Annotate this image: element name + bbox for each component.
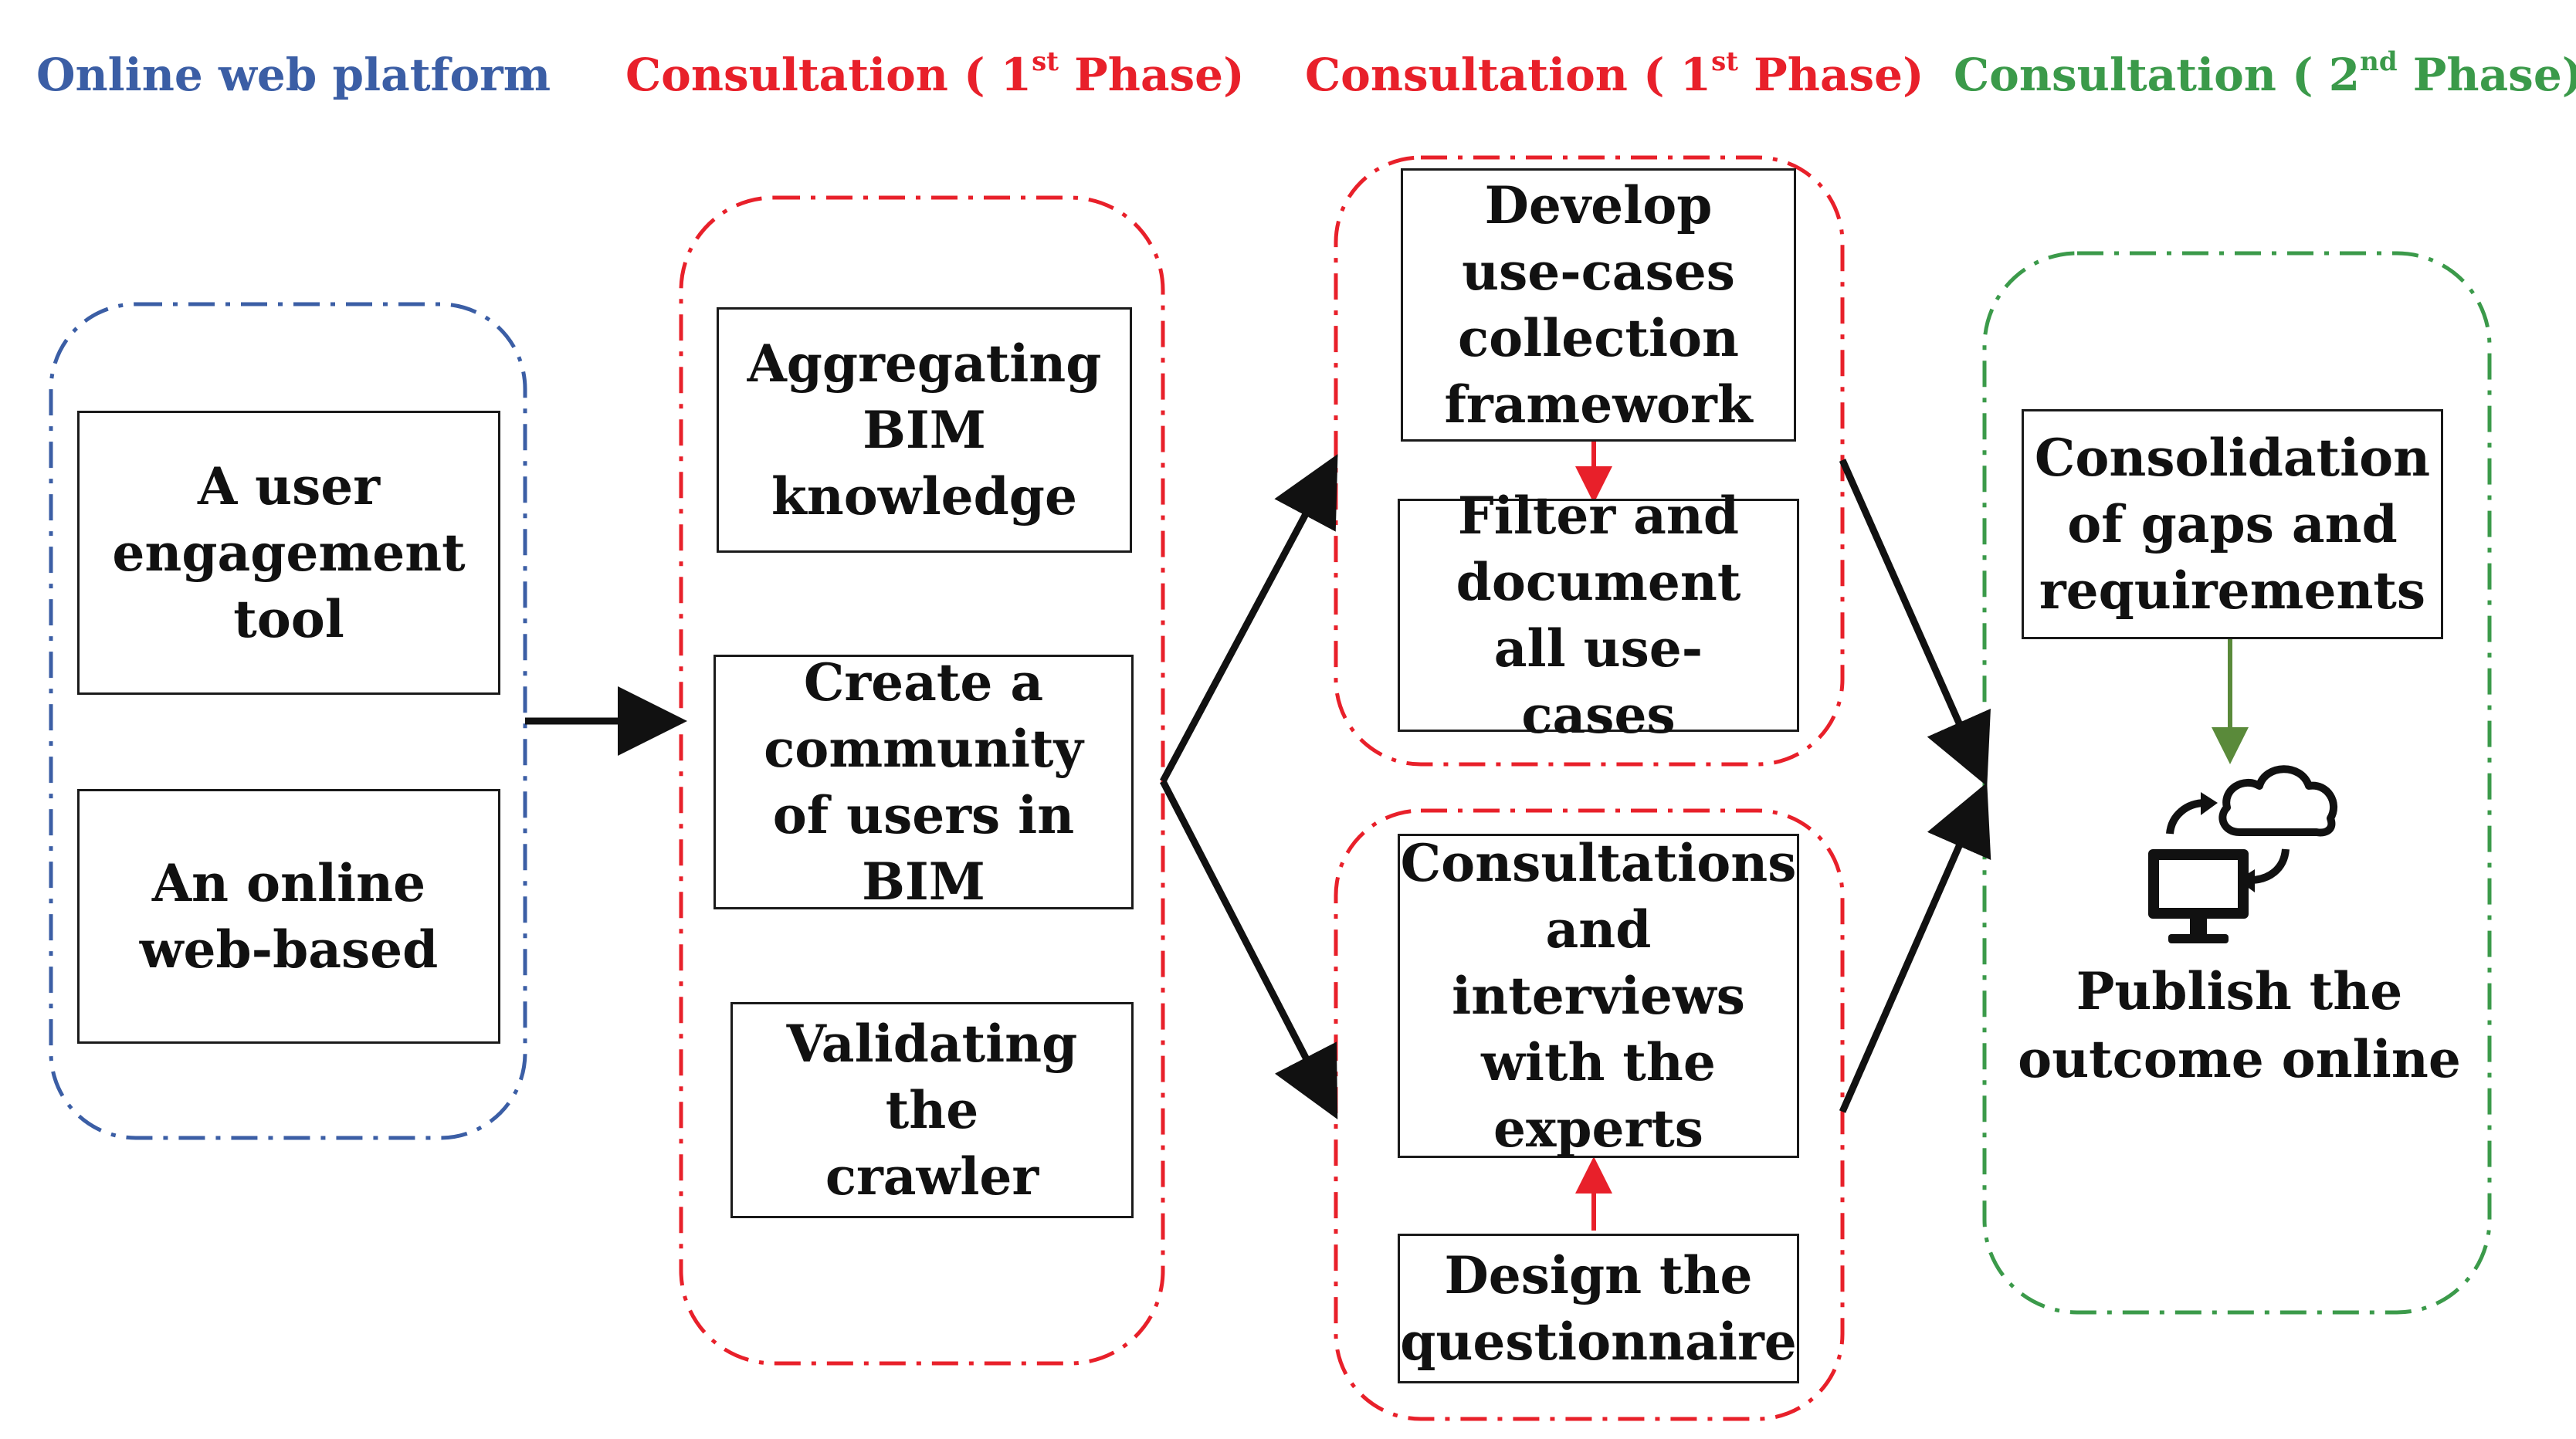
box-label: Validating the crawler	[786, 1014, 1078, 1207]
box-label: Design the questionnaire	[1400, 1245, 1797, 1372]
lane-frame-consultation-1-b-bottom	[1334, 808, 1845, 1421]
lane-title-rest: Phase)	[2397, 49, 2576, 101]
lane-title-consultation-1-b: Consultation ( 1st Phase)	[1305, 40, 1924, 110]
box-online-web-based: An online web-based	[77, 789, 500, 1044]
lane-title-superscript: st	[1032, 46, 1059, 77]
publish-text: Publish the outcome online	[2018, 961, 2461, 1089]
box-label: Develop use-cases collection framework	[1444, 175, 1753, 435]
arrow-develop-lane-to-consolidation	[1839, 459, 1991, 787]
box-label: Create a community of users in BIM	[764, 652, 1083, 912]
box-label: Consolidation of gaps and requirements	[2034, 428, 2431, 621]
box-aggregating-bim-knowledge: Aggregating BIM knowledge	[717, 307, 1132, 553]
box-develop-framework: Develop use-cases collection framework	[1401, 168, 1796, 442]
lane-title-consultation-2: Consultation ( 2nd Phase)	[1954, 40, 2576, 110]
arrow-interviews-lane-to-consolidation	[1839, 782, 1991, 1113]
lane-title-online-web-platform: Online web platform	[31, 40, 556, 110]
arrow-consultation-to-develop	[1160, 454, 1338, 784]
box-validating-crawler: Validating the crawler	[730, 1002, 1134, 1218]
box-consolidation: Consolidation of gaps and requirements	[2022, 409, 2443, 639]
lane-title-rest: Phase)	[1737, 49, 1924, 101]
box-label: Aggregating BIM knowledge	[747, 334, 1102, 527]
lane-title-text: Consultation ( 1	[625, 49, 1032, 101]
lane-frame-online-web-platform	[49, 302, 527, 1140]
box-filter-document: Filter and document all use-cases	[1398, 486, 1799, 745]
lane-title-superscript: st	[1711, 46, 1738, 77]
lane-title-rest: Phase)	[1058, 49, 1245, 101]
lane-title-superscript: nd	[2360, 46, 2398, 77]
box-consultations-interviews: Consultations and interviews with the ex…	[1398, 833, 1799, 1159]
publish-outcome-label: Publish the outcome online	[2008, 957, 2471, 1093]
box-label: An online web-based	[139, 853, 439, 980]
lane-title-text: Consultation ( 1	[1305, 49, 1712, 101]
lane-title-text: Online web platform	[36, 49, 551, 101]
arrow-consultation-to-interviews	[1160, 779, 1338, 1119]
box-label: Filter and document all use-cases	[1456, 486, 1741, 745]
box-label: A user engagement tool	[112, 456, 466, 649]
lane-title-text: Consultation ( 2	[1954, 49, 2361, 101]
computer-cloud-sync-icon	[2148, 765, 2338, 943]
box-user-engagement-tool: A user engagement tool	[77, 411, 500, 695]
box-label: Consultations and interviews with the ex…	[1400, 833, 1797, 1159]
box-create-community: Create a community of users in BIM	[713, 652, 1134, 912]
box-design-questionnaire: Design the questionnaire	[1398, 1234, 1799, 1383]
lane-title-consultation-1-a: Consultation ( 1st Phase)	[625, 40, 1245, 110]
